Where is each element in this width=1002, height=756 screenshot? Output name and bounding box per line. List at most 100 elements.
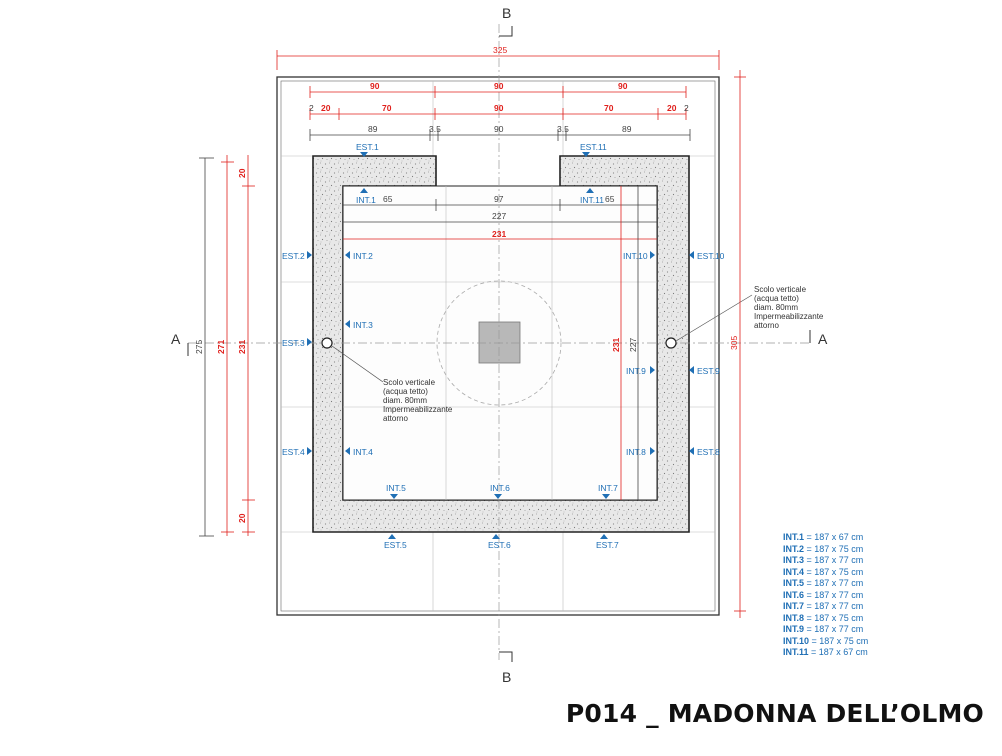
note-left: Scolo verticale (acqua tetto) diam. 80mm… bbox=[383, 378, 455, 423]
section-a-left: A bbox=[171, 331, 181, 347]
int-label-3: INT.3 bbox=[353, 320, 373, 330]
dim-right-inner-black: 227 bbox=[628, 338, 638, 352]
right-dimension-lines bbox=[620, 70, 746, 618]
int-5-arrow-icon bbox=[390, 494, 398, 499]
dim-edge-right: 2 bbox=[684, 103, 689, 113]
drain-left-icon bbox=[321, 337, 333, 349]
legend-row: INT.1 = 187 x 67 cm bbox=[783, 532, 933, 544]
dim-inner-right: 65 bbox=[605, 194, 615, 204]
est-7-arrow-icon bbox=[600, 534, 608, 539]
section-axes bbox=[188, 24, 810, 660]
dim-edge-left: 2 bbox=[309, 103, 314, 113]
section-markers bbox=[187, 26, 811, 662]
dim-top-red-2: 90 bbox=[494, 81, 504, 91]
dim-third-2: 3.5 bbox=[429, 124, 441, 134]
int-7-arrow-icon bbox=[602, 494, 610, 499]
int-10-arrow-icon bbox=[650, 251, 655, 259]
int-1-arrow-icon bbox=[360, 188, 368, 193]
est-label-9: EST.9 bbox=[697, 366, 720, 376]
drain-right-leader bbox=[675, 294, 753, 342]
int-label-5: INT.5 bbox=[386, 483, 406, 493]
legend-row: INT.7 = 187 x 77 cm bbox=[783, 601, 933, 613]
est-label-10: EST.10 bbox=[697, 251, 725, 261]
dim-inner-left: 65 bbox=[383, 194, 393, 204]
legend-key: INT.2 bbox=[783, 543, 805, 554]
legend-value: = 187 x 77 cm bbox=[804, 589, 864, 600]
dim-left-bottom-red: 20 bbox=[237, 513, 247, 523]
legend-value: = 187 x 77 cm bbox=[804, 601, 864, 611]
dim-second-2: 70 bbox=[382, 103, 392, 113]
dim-right-inner-red: 231 bbox=[611, 338, 621, 352]
legend-value: = 187 x 77 cm bbox=[804, 555, 864, 565]
dim-outer-width: 325 bbox=[493, 45, 507, 55]
top-dimension-lines bbox=[276, 50, 720, 240]
panel-size-legend: INT.1 = 187 x 67 cm INT.2 = 187 x 75 cm … bbox=[783, 532, 933, 659]
dim-inner-mid: 97 bbox=[494, 194, 504, 204]
est-labels: EST.1 EST.11 EST.2 EST.3 EST.4 EST.5 EST… bbox=[282, 142, 725, 550]
int-6-arrow-icon bbox=[494, 494, 502, 499]
est-label-2: EST.2 bbox=[282, 251, 305, 261]
int-label-6: INT.6 bbox=[490, 483, 510, 493]
legend-value: = 187 x 67 cm bbox=[804, 532, 864, 542]
est-label-5: EST.5 bbox=[384, 540, 407, 550]
legend-value: = 187 x 75 cm bbox=[804, 543, 864, 554]
est-label-7: EST.7 bbox=[596, 540, 619, 550]
dim-third-1: 89 bbox=[368, 124, 378, 134]
int-label-4: INT.4 bbox=[353, 447, 373, 457]
slab-inner-line bbox=[280, 80, 716, 612]
dim-top-red-1: 90 bbox=[370, 81, 380, 91]
est-label-4: EST.4 bbox=[282, 447, 305, 457]
est-label-1: EST.1 bbox=[356, 142, 379, 152]
legend-row: INT.11 = 187 x 67 cm bbox=[783, 647, 933, 659]
legend-key: INT.10 bbox=[783, 635, 810, 646]
legend-value: = 187 x 75 cm bbox=[804, 612, 864, 623]
int-3-arrow-icon bbox=[345, 320, 350, 328]
dim-left-inner-red: 231 bbox=[237, 340, 247, 354]
center-block bbox=[478, 321, 521, 364]
int-label-7: INT.7 bbox=[598, 483, 618, 493]
int-11-arrow-icon bbox=[586, 188, 594, 193]
dim-second-1: 20 bbox=[321, 103, 331, 113]
legend-value: = 187 x 75 cm bbox=[804, 566, 864, 577]
est-2-arrow-icon bbox=[307, 251, 312, 259]
legend-row: INT.10 = 187 x 75 cm bbox=[783, 636, 933, 648]
legend-row: INT.5 = 187 x 77 cm bbox=[783, 578, 933, 590]
int-label-10: INT.10 bbox=[623, 251, 648, 261]
est-label-3: EST.3 bbox=[282, 338, 305, 348]
dim-left-mid-red: 271 bbox=[216, 340, 226, 354]
dim-inner-227: 227 bbox=[492, 211, 506, 221]
int-label-8: INT.8 bbox=[626, 447, 646, 457]
int-label-9: INT.9 bbox=[626, 366, 646, 376]
section-b-top: B bbox=[502, 5, 511, 21]
drain-left-leader bbox=[331, 345, 384, 383]
legend-row: INT.3 = 187 x 77 cm bbox=[783, 555, 933, 567]
est-6-arrow-icon bbox=[492, 534, 500, 539]
dim-third-4: 3.5 bbox=[557, 124, 569, 134]
est-label-8: EST.8 bbox=[697, 447, 720, 457]
section-b-bottom: B bbox=[502, 669, 511, 685]
est-label-11: EST.11 bbox=[580, 142, 607, 152]
int-label-1: INT.1 bbox=[356, 195, 376, 205]
legend-key: INT.7 bbox=[783, 601, 805, 611]
est-4-arrow-icon bbox=[307, 447, 312, 455]
est-5-arrow-icon bbox=[388, 534, 396, 539]
left-dimension-lines bbox=[199, 155, 255, 537]
est-11-arrow-icon bbox=[582, 152, 590, 157]
dim-third-5: 89 bbox=[622, 124, 632, 134]
legend-row: INT.8 = 187 x 75 cm bbox=[783, 613, 933, 625]
center-circle bbox=[436, 280, 562, 406]
legend-key: INT.6 bbox=[783, 589, 805, 600]
note-right: Scolo verticale (acqua tetto) diam. 80mm… bbox=[754, 285, 826, 330]
legend-key: INT.4 bbox=[783, 566, 805, 577]
legend-row: INT.6 = 187 x 77 cm bbox=[783, 590, 933, 602]
section-a-right: A bbox=[818, 331, 828, 347]
dim-second-3: 90 bbox=[494, 103, 504, 113]
est-10-arrow-icon bbox=[689, 251, 694, 259]
dim-second-5: 20 bbox=[667, 103, 677, 113]
legend-value: = 187 x 77 cm bbox=[804, 578, 864, 588]
legend-value: = 187 x 77 cm bbox=[804, 624, 864, 634]
legend-key: INT.11 bbox=[783, 647, 809, 657]
dim-inner-231: 231 bbox=[492, 229, 506, 239]
